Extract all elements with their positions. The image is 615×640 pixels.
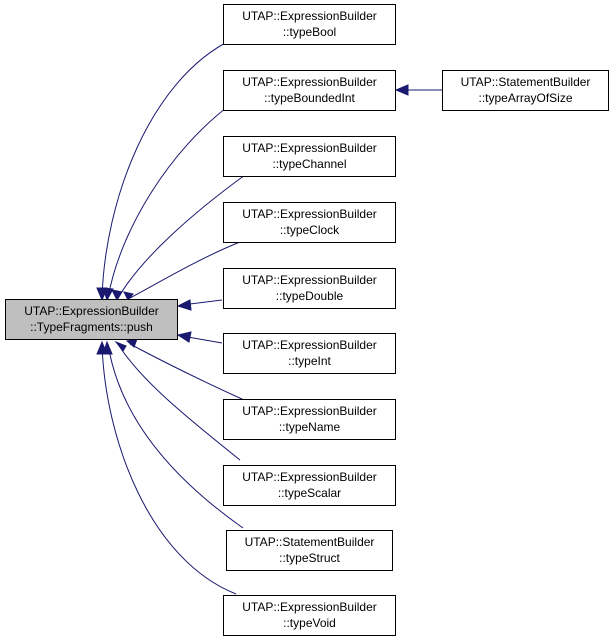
node-typeInt-line2: ::typeInt [288,354,331,368]
arrowhead-typeInt [176,331,192,343]
node-typeVoid-line1: UTAP::ExpressionBuilder [242,600,377,614]
node-push-box [5,299,178,340]
node-typeBool[interactable]: UTAP::ExpressionBuilder ::typeBool [223,4,396,45]
node-typeVoid-line2: ::typeVoid [283,616,336,630]
arrowhead-typeChannel [111,289,123,302]
edge-typeBool-to-push [101,39,232,299]
node-typeStruct-box [226,530,393,571]
node-typeBoundedInt-line2: ::typeBoundedInt [264,91,355,105]
arrowhead-typeClock [123,291,134,301]
node-typeChannel[interactable]: UTAP::ExpressionBuilder ::typeChannel [223,136,396,177]
node-typeDouble-box [223,268,396,309]
node-typeScalar-line2: ::typeScalar [278,486,341,500]
node-typeName-box [223,399,396,440]
node-typeDouble-line2: ::typeDouble [276,289,344,303]
arrowhead-typeArrayOfSize [394,84,409,96]
edge-typeName-to-push [129,343,245,401]
node-typeName-line2: ::typeName [279,420,341,434]
arrowhead-typeBoundedInt [102,287,114,302]
node-typeClock[interactable]: UTAP::ExpressionBuilder ::typeClock [223,202,396,243]
edge-typeBoundedInt-to-push [107,104,231,299]
node-typeVoid[interactable]: UTAP::ExpressionBuilder ::typeVoid [223,595,396,636]
node-typeClock-line2: ::typeClock [280,223,340,237]
node-push-line1: UTAP::ExpressionBuilder [24,304,159,318]
node-typeChannel-box [223,136,396,177]
edge-typeChannel-to-push [117,174,246,299]
node-typeName[interactable]: UTAP::ExpressionBuilder ::typeName [223,399,396,440]
edge-typeVoid-to-push [101,343,237,595]
node-typeBoundedInt-box [223,70,396,111]
node-typeStruct-line2: ::typeStruct [279,551,340,565]
arrowhead-typeScalar [114,340,127,352]
arrowhead-typeDouble [176,299,192,311]
node-typeBool-line2: ::typeBool [283,25,336,39]
node-push[interactable]: UTAP::ExpressionBuilder ::TypeFragments:… [5,299,178,340]
node-typeChannel-line1: UTAP::ExpressionBuilder [242,141,377,155]
node-typeVoid-box [223,595,396,636]
edge-typeStruct-to-push [107,343,244,529]
node-typeScalar[interactable]: UTAP::ExpressionBuilder ::typeScalar [223,465,396,506]
nodes-layer: UTAP::ExpressionBuilder ::TypeFragments:… [5,4,609,636]
node-typeArrayOfSize-line2: ::typeArrayOfSize [478,91,572,105]
node-typeInt-box [223,333,396,374]
node-typeBoundedInt[interactable]: UTAP::ExpressionBuilder ::typeBoundedInt [223,70,396,111]
node-typeBool-box [223,4,396,45]
arrowhead-typeVoid [96,340,108,355]
node-typeDouble[interactable]: UTAP::ExpressionBuilder ::typeDouble [223,268,396,309]
node-typeName-line1: UTAP::ExpressionBuilder [242,404,377,418]
node-typeStruct-line1: UTAP::StatementBuilder [245,535,375,549]
node-typeInt-line1: UTAP::ExpressionBuilder [242,338,377,352]
node-typeDouble-line1: UTAP::ExpressionBuilder [242,273,377,287]
edge-typeScalar-to-push [117,343,241,461]
node-typeScalar-box [223,465,396,506]
node-typeArrayOfSize-line1: UTAP::StatementBuilder [461,75,591,89]
node-typeArrayOfSize-box [442,70,609,111]
node-typeChannel-line2: ::typeChannel [272,157,346,171]
node-typeClock-line1: UTAP::ExpressionBuilder [242,207,377,221]
edge-typeClock-to-push [129,241,241,299]
node-push-line2: ::TypeFragments::push [30,320,153,334]
node-typeBool-line1: UTAP::ExpressionBuilder [242,9,377,23]
node-typeScalar-line1: UTAP::ExpressionBuilder [242,470,377,484]
node-typeArrayOfSize[interactable]: UTAP::StatementBuilder ::typeArrayOfSize [442,70,609,111]
edges-layer [96,39,442,595]
node-typeInt[interactable]: UTAP::ExpressionBuilder ::typeInt [223,333,396,374]
arrowhead-typeName [125,338,138,348]
node-typeClock-box [223,202,396,243]
node-typeBoundedInt-line1: UTAP::ExpressionBuilder [242,75,377,89]
node-typeStruct[interactable]: UTAP::StatementBuilder ::typeStruct [226,530,393,571]
